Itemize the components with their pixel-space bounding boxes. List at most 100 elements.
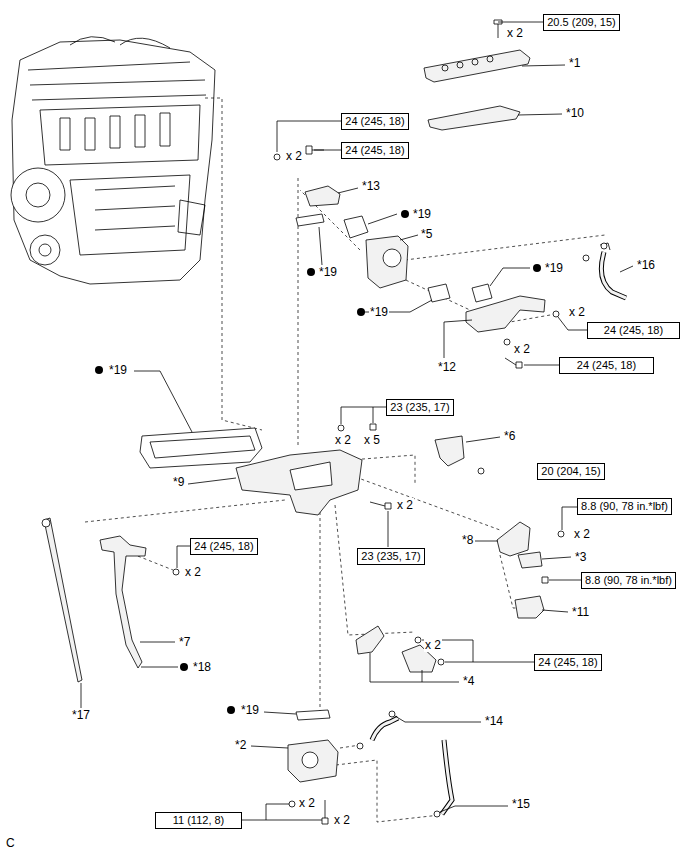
leader-lines-part [466,437,500,442]
leader-lines-part [440,806,508,812]
torque-box: 24 (245, 18) [341,142,409,159]
dashed-guide-lines-part [205,98,262,430]
leader-lines-part [188,478,236,484]
bolt-symbols-part [478,468,484,474]
leader-lines [81,22,633,820]
leader-lines-part [498,22,543,23]
leader-lines-part [522,65,565,66]
callout-number: *16 [636,258,656,272]
callout-number: *2 [234,738,247,752]
torque-box: 24 (245, 18) [190,538,258,555]
part-outlines-part [383,249,401,267]
bolt-symbols-part [322,800,328,824]
leader-lines-part [277,121,341,152]
quantity-label: x 2 [396,498,414,512]
leader-lines-part [518,114,562,115]
leader-lines-part [400,235,418,240]
callout-number: *6 [503,429,516,443]
leader-lines-part [620,266,633,272]
callout-number: *8 [461,533,474,547]
torque-box: 8.8 (90, 78 in.*lbf) [577,498,672,515]
part-outlines-part [601,252,626,298]
bolt-symbols-part [505,358,522,368]
bolt-symbols-part [553,311,559,317]
part-outlines-part [150,436,255,458]
bolt-symbols-part [173,569,179,575]
callout-number: *11 [571,605,590,619]
torque-value: 24 (245, 18) [538,656,598,669]
part-outlines-part [428,106,520,130]
dashed-guide-lines-part [336,760,440,822]
torque-value: 24 (245, 18) [345,115,405,128]
leader-lines-part [368,214,397,224]
bolt-symbols-part [601,243,607,249]
part-outlines [42,50,626,814]
quantity-label: x 5 [363,433,381,447]
new-part-dots [95,210,541,714]
part-outlines-part [372,718,398,740]
part-outlines-part [290,462,332,490]
torque-value: 24 (245, 18) [194,540,254,553]
leader-lines-part [370,653,459,682]
engine-figure [11,37,215,284]
torque-box: 8.8 (90, 78 in.*lbf) [581,572,676,589]
leader-lines-part [490,268,530,286]
torque-value: 23 (235, 17) [390,401,450,414]
leader-lines-part [314,150,341,151]
leader-lines-part [251,746,288,748]
torque-box: 24 (245, 18) [559,357,654,374]
leader-lines-part [444,320,472,358]
bolt-symbols-part [494,20,502,38]
bolt-symbols-part [338,425,344,431]
leader-lines-part [266,820,322,821]
bolt-symbols-part [370,424,376,430]
engine-figure-part [11,168,65,222]
new-part-dots-part [307,268,315,276]
dashed-guide-lines-part [320,500,321,715]
callout-number: *19 [318,265,338,279]
engine-figure-part [40,105,200,165]
part-outlines-part [472,284,492,302]
quantity-label: x 2 [506,26,524,40]
quantity-label: x 2 [285,149,303,163]
torque-box: 23 (235, 17) [357,548,425,565]
torque-value: 11 (112, 8) [159,814,238,827]
bolt-symbols-part [274,154,280,160]
torque-box: 20.5 (209, 15) [543,14,620,31]
torque-value: 24 (245, 18) [345,144,405,157]
callout-number: *19 [108,363,128,377]
leader-lines-part [319,227,322,265]
torque-box: 24 (245, 18) [587,322,680,339]
callout-number: *7 [178,635,191,649]
engine-figure-part [178,200,205,235]
bolt-symbols-part [583,255,589,261]
bolt-symbols [173,20,607,824]
callout-number: *13 [361,179,381,193]
dashed-guide-lines-part [335,505,415,635]
leader-lines-part [341,407,386,424]
callout-number: *14 [484,714,504,728]
new-part-dots-part [533,264,541,272]
part-outlines-part [472,59,478,65]
engine-figure-part [70,175,190,255]
callout-number: *5 [420,227,433,241]
leader-lines-part [373,407,374,423]
callout-number: *15 [511,797,531,811]
callout-number: *1 [568,56,581,70]
quantity-label: x 2 [568,305,586,319]
part-outlines-part [236,450,362,515]
torque-box: 24 (245, 18) [534,654,602,671]
part-outlines-part [366,236,408,288]
torque-value: 8.8 (90, 78 in.*lbf) [585,574,672,587]
quantity-label: x 2 [513,342,531,356]
leader-lines-part [524,365,559,366]
engine-figure-part [12,40,215,284]
bolt-symbols-part [542,577,548,583]
callout-number: *10 [565,106,585,120]
leader-lines-part [542,557,571,559]
leader-lines-part [264,712,296,714]
engine-figure-part [60,113,170,150]
new-part-dots-part [401,210,409,218]
callout-number: *4 [462,674,475,688]
